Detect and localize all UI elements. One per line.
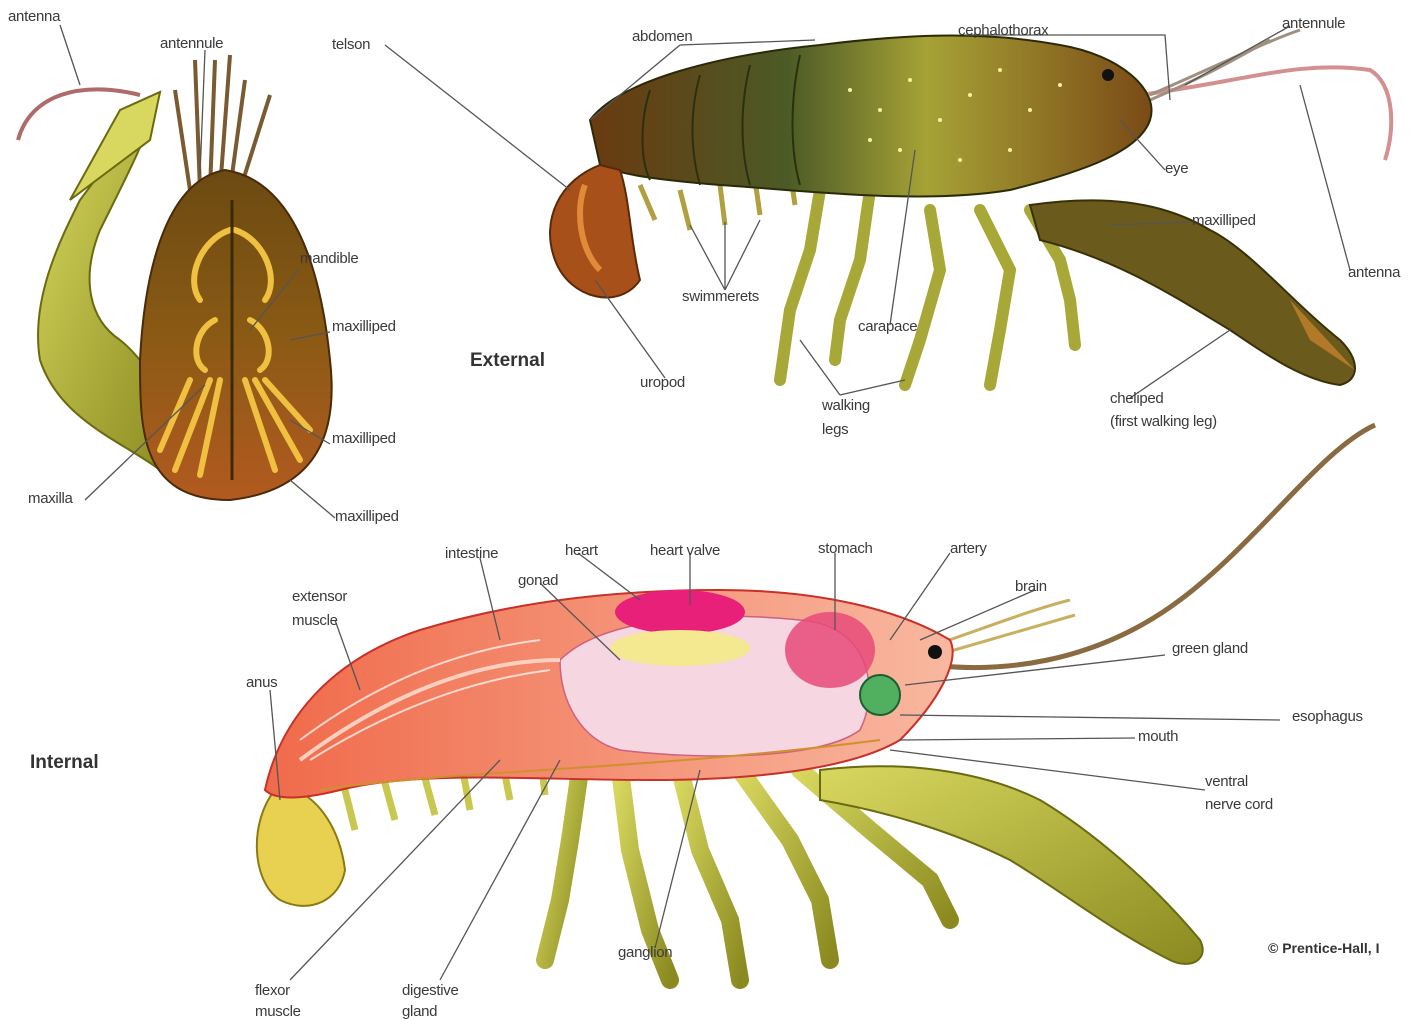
label-esophagus: esophagus — [1292, 708, 1363, 726]
title-external: External — [470, 350, 545, 372]
int-cheliped — [820, 766, 1203, 964]
label-extensor-muscle-2: muscle — [292, 612, 338, 630]
internal-view — [257, 425, 1375, 980]
label-uropod: uropod — [640, 374, 685, 392]
label-mouth-maxilliped-1: maxilliped — [332, 318, 396, 336]
label-ext-antennule: antennule — [1282, 15, 1345, 33]
mouthparts-view — [18, 55, 332, 500]
label-mouth-antennule: antennule — [160, 35, 223, 53]
label-abdomen: abdomen — [632, 28, 692, 46]
label-cheliped-1: cheliped — [1110, 390, 1163, 408]
label-flexor-muscle-1: flexor — [255, 982, 290, 1000]
label-mouth: mouth — [1138, 728, 1178, 746]
label-anus: anus — [246, 674, 277, 692]
label-green-gland: green gland — [1172, 640, 1248, 658]
label-mouth-maxilliped-2: maxilliped — [332, 430, 396, 448]
label-flexor-muscle-2: muscle — [255, 1003, 301, 1021]
label-gonad: gonad — [518, 572, 558, 590]
label-eye: eye — [1165, 160, 1188, 178]
label-ventral-nerve-cord-2: nerve cord — [1205, 796, 1273, 814]
title-internal: Internal — [30, 752, 99, 774]
ext-eye — [1102, 69, 1114, 81]
label-intestine: intestine — [445, 545, 498, 563]
mouth-capsule — [140, 170, 332, 500]
label-heart: heart — [565, 542, 598, 560]
label-ext-antenna: antenna — [1348, 264, 1400, 282]
label-extensor-muscle-1: extensor — [292, 588, 347, 606]
label-ext-maxilliped: maxilliped — [1192, 212, 1256, 230]
label-ventral-nerve-cord-1: ventral — [1205, 773, 1248, 791]
label-stomach: stomach — [818, 540, 873, 558]
label-cephalothorax: cephalothorax — [958, 22, 1048, 40]
label-walking-legs-1: walking — [822, 397, 870, 415]
label-swimmerets: swimmerets — [682, 288, 759, 306]
label-cheliped-2: (first walking leg) — [1110, 413, 1217, 431]
label-ganglion: ganglion — [618, 944, 672, 962]
int-green-gland — [860, 675, 900, 715]
ext-body — [590, 36, 1152, 197]
int-gonad — [610, 630, 750, 666]
label-mouth-mandible: mandible — [300, 250, 358, 268]
int-tail-fan — [257, 790, 345, 906]
label-mouth-antenna: antenna — [8, 8, 60, 26]
credit-line: © Prentice-Hall, I — [1268, 940, 1379, 956]
external-view — [550, 30, 1391, 385]
label-carapace: carapace — [858, 318, 917, 336]
label-mouth-maxilliped-3: maxilliped — [335, 508, 399, 526]
int-eye — [928, 645, 942, 659]
label-digestive-gland-2: gland — [402, 1003, 437, 1021]
int-stomach — [785, 612, 875, 688]
label-telson: telson — [332, 36, 370, 54]
label-digestive-gland-1: digestive — [402, 982, 459, 1000]
label-artery: artery — [950, 540, 987, 558]
label-heart-valve: heart valve — [650, 542, 720, 560]
label-mouth-maxilla: maxilla — [28, 490, 73, 508]
label-walking-legs-2: legs — [822, 421, 848, 439]
ext-walking-legs — [780, 190, 1075, 385]
label-brain: brain — [1015, 578, 1047, 596]
